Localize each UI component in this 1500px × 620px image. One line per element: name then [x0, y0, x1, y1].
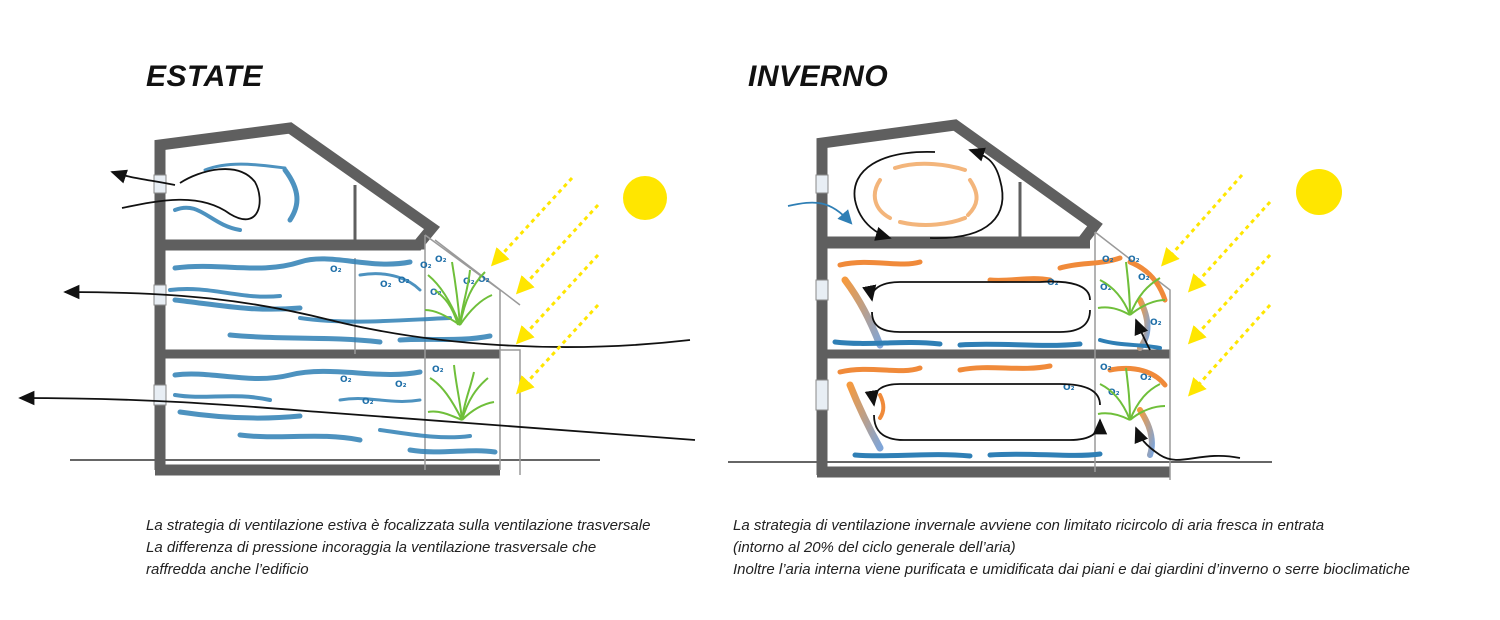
warm-air-wisps	[837, 161, 1168, 458]
cool-air-wisps	[832, 338, 1162, 459]
plant	[427, 364, 495, 421]
svg-text:O₂: O₂	[435, 255, 447, 265]
svg-text:O₂: O₂	[330, 265, 342, 275]
svg-text:O₂: O₂	[1047, 278, 1059, 288]
svg-text:O₂: O₂	[1063, 383, 1075, 393]
winter-section: O₂ O₂ O₂ O₂ O₂ O₂ O₂ O₂ O₂ O₂	[728, 119, 1342, 480]
svg-text:O₂: O₂	[1128, 255, 1140, 265]
sun-icon	[1296, 169, 1342, 215]
summer-section: O₂ O₂ O₂ O₂ O₂ O₂ O₂ O₂ O₂ O₂ O₂ O₂	[18, 122, 696, 476]
oxygen-labels: O₂ O₂ O₂ O₂ O₂ O₂ O₂ O₂ O₂ O₂	[1047, 255, 1162, 398]
plant	[1097, 367, 1166, 421]
caption-line: (intorno al 20% del ciclo generale dell’…	[733, 539, 1016, 556]
svg-text:O₂: O₂	[1100, 363, 1112, 373]
window	[815, 279, 829, 301]
caption-line: Inoltre l’aria interna viene purificata …	[733, 561, 1411, 578]
svg-text:O₂: O₂	[1150, 318, 1162, 328]
svg-text:O₂: O₂	[398, 276, 410, 286]
svg-text:O₂: O₂	[420, 261, 432, 271]
plant	[1097, 261, 1166, 316]
recirculation-arrows	[853, 147, 1241, 461]
svg-text:O₂: O₂	[395, 380, 407, 390]
air-flow-arrows	[18, 168, 696, 441]
window	[153, 174, 167, 194]
window	[153, 384, 167, 406]
svg-text:O₂: O₂	[430, 288, 442, 298]
svg-text:O₂: O₂	[380, 280, 392, 290]
ventilation-diagram: O₂ O₂ O₂ O₂ O₂ O₂ O₂ O₂ O₂ O₂ O₂ O₂	[18, 119, 1342, 480]
winter-title: INVERNO	[748, 60, 889, 93]
fresh-air-inlet-arrow	[787, 201, 853, 225]
svg-text:O₂: O₂	[432, 365, 444, 375]
svg-text:O₂: O₂	[362, 397, 374, 407]
sun-rays	[1161, 174, 1272, 397]
summer-title: ESTATE	[146, 60, 263, 93]
caption-line: La differenza di pressione incoraggia la…	[146, 539, 597, 556]
svg-text:O₂: O₂	[1140, 373, 1152, 383]
caption-line: La strategia di ventilazione estiva è fo…	[146, 517, 651, 534]
winter-caption: La strategia di ventilazione invernale a…	[733, 515, 1493, 581]
window	[815, 174, 829, 194]
svg-text:O₂: O₂	[1102, 255, 1114, 265]
svg-text:O₂: O₂	[340, 375, 352, 385]
svg-text:O₂: O₂	[1138, 273, 1150, 283]
svg-text:O₂: O₂	[1100, 283, 1112, 293]
window	[815, 379, 829, 411]
caption-line: La strategia di ventilazione invernale a…	[733, 517, 1325, 534]
sun-rays	[490, 176, 600, 395]
oxygen-labels: O₂ O₂ O₂ O₂ O₂ O₂ O₂ O₂ O₂ O₂ O₂ O₂	[330, 255, 490, 407]
plant	[424, 261, 493, 326]
greenhouse-frame	[424, 234, 521, 475]
caption-line: raffredda anche l’edificio	[146, 561, 309, 578]
summer-caption: La strategia di ventilazione estiva è fo…	[146, 515, 706, 581]
svg-text:O₂: O₂	[478, 275, 490, 285]
sun-icon	[623, 176, 667, 220]
